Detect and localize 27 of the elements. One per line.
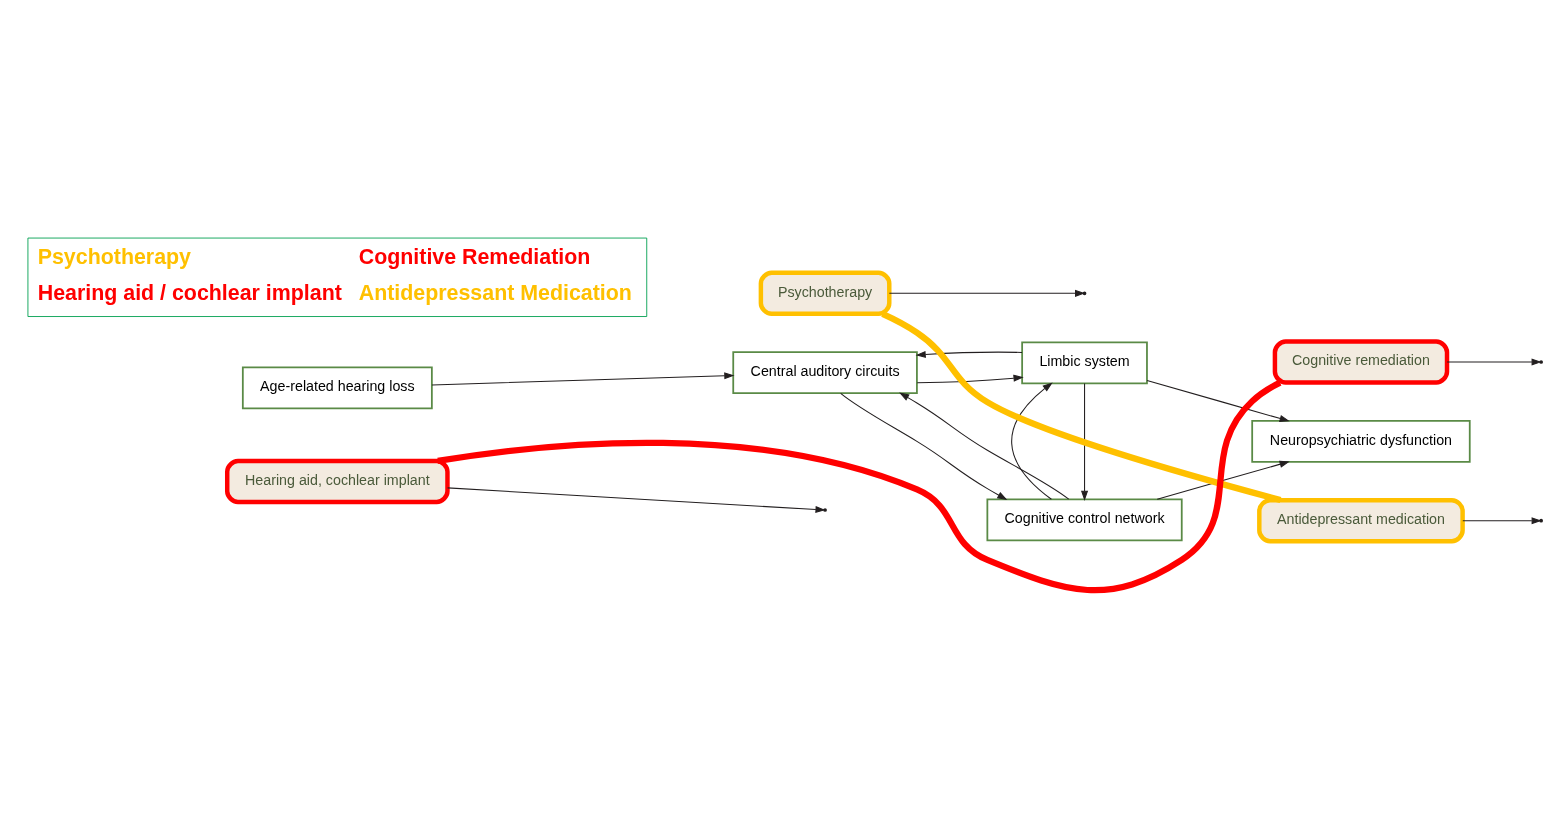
arrow xyxy=(899,392,1070,500)
node-box: Psychotherapy xyxy=(758,270,892,316)
node-box: Cognitive remediation xyxy=(1272,338,1450,385)
arrow xyxy=(447,486,826,513)
arrow xyxy=(916,374,1024,383)
legend-label: Antidepressant Medication xyxy=(358,280,632,305)
arrow xyxy=(1156,460,1290,500)
arrow xyxy=(1011,381,1053,500)
arrow xyxy=(1146,379,1290,422)
node-box: Hearing aid, cochlear implant xyxy=(225,458,450,504)
arrow xyxy=(1081,382,1089,501)
legend-label: Hearing aid / cochlear implant xyxy=(37,280,342,305)
legend-label: Psychotherapy xyxy=(37,244,191,269)
arrow xyxy=(1446,357,1542,366)
arrow xyxy=(915,350,1023,358)
node-box: Cognitive control network xyxy=(986,497,1183,541)
arrow xyxy=(888,289,1086,297)
connector xyxy=(437,379,1282,593)
connector xyxy=(881,310,1282,503)
node-box: Age-related hearing loss xyxy=(241,365,433,409)
arrow xyxy=(840,392,1008,500)
arrow xyxy=(431,371,735,385)
node-box: Central auditory circuits xyxy=(732,350,918,394)
legend-label: Cognitive Remediation xyxy=(358,244,591,269)
node-box: Neuropsychiatric dysfunction xyxy=(1251,419,1471,463)
node-box: Limbic system xyxy=(1021,341,1148,384)
node-box: Antidepressant medication xyxy=(1257,497,1465,543)
